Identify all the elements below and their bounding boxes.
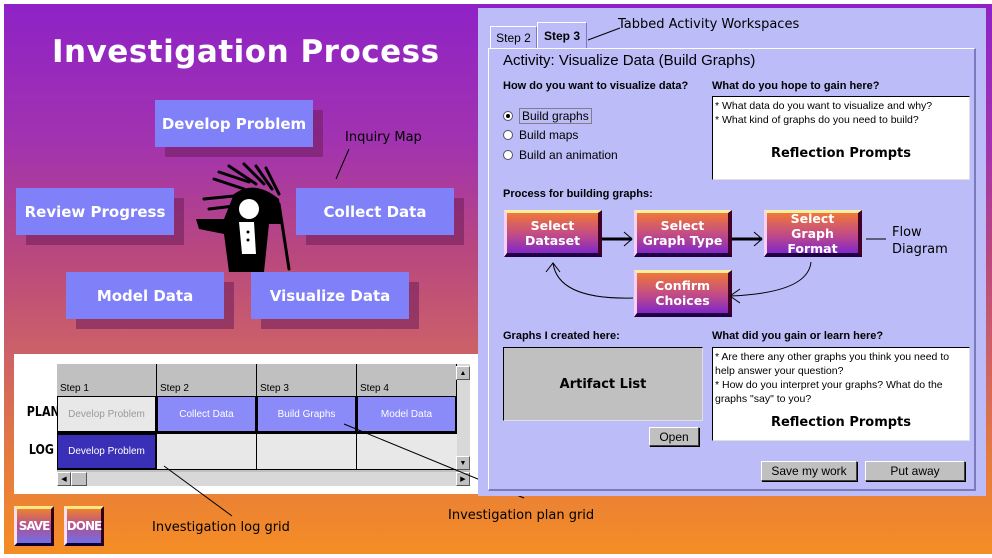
grid-header-step-4: Step 4 <box>357 364 457 396</box>
flow-text: Graph Type <box>642 233 723 248</box>
scroll-left-arrow-icon[interactable]: ◀ <box>57 472 71 486</box>
save-my-work-button[interactable]: Save my work <box>761 461 857 481</box>
plan-cell-4[interactable]: Model Data <box>357 396 457 434</box>
log-row-label: LOG <box>28 443 54 458</box>
radio-icon[interactable] <box>503 150 513 160</box>
process-label: Process for building graphs: <box>503 188 653 200</box>
map-node-collect-data[interactable]: Collect Data <box>296 188 454 235</box>
save-icon-button[interactable]: SAVE <box>14 506 54 546</box>
map-node-review-progress[interactable]: Review Progress <box>16 188 174 235</box>
grid-header-step-2: Step 2 <box>157 364 257 396</box>
flow-text: Select <box>530 218 575 233</box>
option-label: Build an animation <box>519 148 618 162</box>
plan-cell-3[interactable]: Build Graphs <box>257 396 357 434</box>
tab-step-2[interactable]: Step 2 <box>490 26 537 48</box>
inquiry-map-annotation: Inquiry Map <box>345 130 422 145</box>
tabs-pointer-line <box>587 27 621 41</box>
inquiry-map-pointer-line <box>335 148 350 180</box>
flow-text: Select <box>790 210 835 226</box>
log-cell-3[interactable] <box>257 434 357 470</box>
learn-question: What did you gain or learn here? <box>712 330 884 342</box>
investigation-grid-panel: PLAN LOG Step 1 Step 2 Step 3 Step 4 Dev… <box>14 354 478 494</box>
visualize-question: How do you want to visualize data? <box>503 80 689 92</box>
grid-horizontal-scrollbar[interactable] <box>57 472 457 486</box>
learn-reflection-textbox[interactable]: * Are there any other graphs you think y… <box>712 347 970 441</box>
hope-reflection-textbox[interactable]: * What data do you want to visualize and… <box>712 96 970 180</box>
grid-header-step-3: Step 3 <box>257 364 357 396</box>
activity-content-frame <box>488 48 976 491</box>
tabbed-workspaces-annotation: Tabbed Activity Workspaces <box>618 17 800 32</box>
plan-cell-2[interactable]: Collect Data <box>157 396 257 434</box>
hope-prompt-1: * What data do you want to visualize and… <box>715 100 933 112</box>
put-away-button[interactable]: Put away <box>865 461 965 481</box>
plan-grid-annotation: Investigation plan grid <box>448 508 595 523</box>
page-title: Investigation Process <box>52 34 440 70</box>
artifact-list[interactable]: Artifact List <box>503 347 703 421</box>
scroll-right-arrow-icon[interactable]: ▶ <box>456 472 470 486</box>
log-cell-4[interactable] <box>357 434 457 470</box>
activity-title: Activity: Visualize Data (Build Graphs) <box>503 52 756 69</box>
open-button[interactable]: Open <box>649 427 699 446</box>
learn-prompt-1: * Are there any other graphs you think y… <box>715 351 950 377</box>
map-node-model-data[interactable]: Model Data <box>66 272 224 319</box>
flow-text: Confirm <box>654 278 711 293</box>
log-cell-2[interactable] <box>157 434 257 470</box>
graphs-created-label: Graphs I created here: <box>503 330 620 342</box>
flow-text: Select <box>660 218 705 233</box>
radio-icon[interactable] <box>503 130 513 140</box>
scroll-up-arrow-icon[interactable]: ▲ <box>456 366 470 380</box>
map-node-visualize-data[interactable]: Visualize Data <box>251 272 409 319</box>
conductor-figure-icon <box>196 162 291 272</box>
radio-selected-icon[interactable] <box>503 111 513 121</box>
grid-area: Step 1 Step 2 Step 3 Step 4 Develop Prob… <box>57 364 470 486</box>
flow-text: Graph Format <box>787 225 838 256</box>
plan-row-label: PLAN <box>26 405 60 420</box>
option-build-animation[interactable]: Build an animation <box>503 148 618 162</box>
log-grid-annotation: Investigation log grid <box>152 520 290 535</box>
flow-text: Dataset <box>524 233 581 248</box>
hope-prompt-2: * What kind of graphs do you need to bui… <box>715 114 919 126</box>
flow-diagram-annotation: Flow Diagram <box>892 225 948 257</box>
investigation-stage: Investigation Process Develop Problem Re… <box>4 4 992 554</box>
map-node-develop-problem[interactable]: Develop Problem <box>155 100 313 147</box>
plan-cell-1[interactable]: Develop Problem <box>57 396 157 434</box>
scroll-down-arrow-icon[interactable]: ▼ <box>456 456 470 470</box>
horizontal-scroll-thumb[interactable] <box>71 472 87 486</box>
option-label: Build maps <box>519 128 579 142</box>
tab-step-3[interactable]: Step 3 <box>537 22 587 49</box>
reflection-prompts-label: Reflection Prompts <box>770 146 912 161</box>
reflection-prompts-label: Reflection Prompts <box>770 415 912 430</box>
flow-text: Choices <box>655 293 710 308</box>
done-icon-button[interactable]: DONE <box>64 506 104 546</box>
log-cell-1[interactable]: Develop Problem <box>57 434 157 470</box>
hope-question: What do you hope to gain here? <box>712 80 880 92</box>
grid-header-step-1: Step 1 <box>57 364 157 396</box>
option-label: Build graphs <box>519 108 592 124</box>
option-build-graphs[interactable]: Build graphs <box>503 108 592 124</box>
activity-workspace: Step 2 Step 3 Tabbed Activity Workspaces… <box>478 8 986 496</box>
option-build-maps[interactable]: Build maps <box>503 128 578 142</box>
learn-prompt-2: * How do you interpret your graphs? What… <box>715 379 943 405</box>
